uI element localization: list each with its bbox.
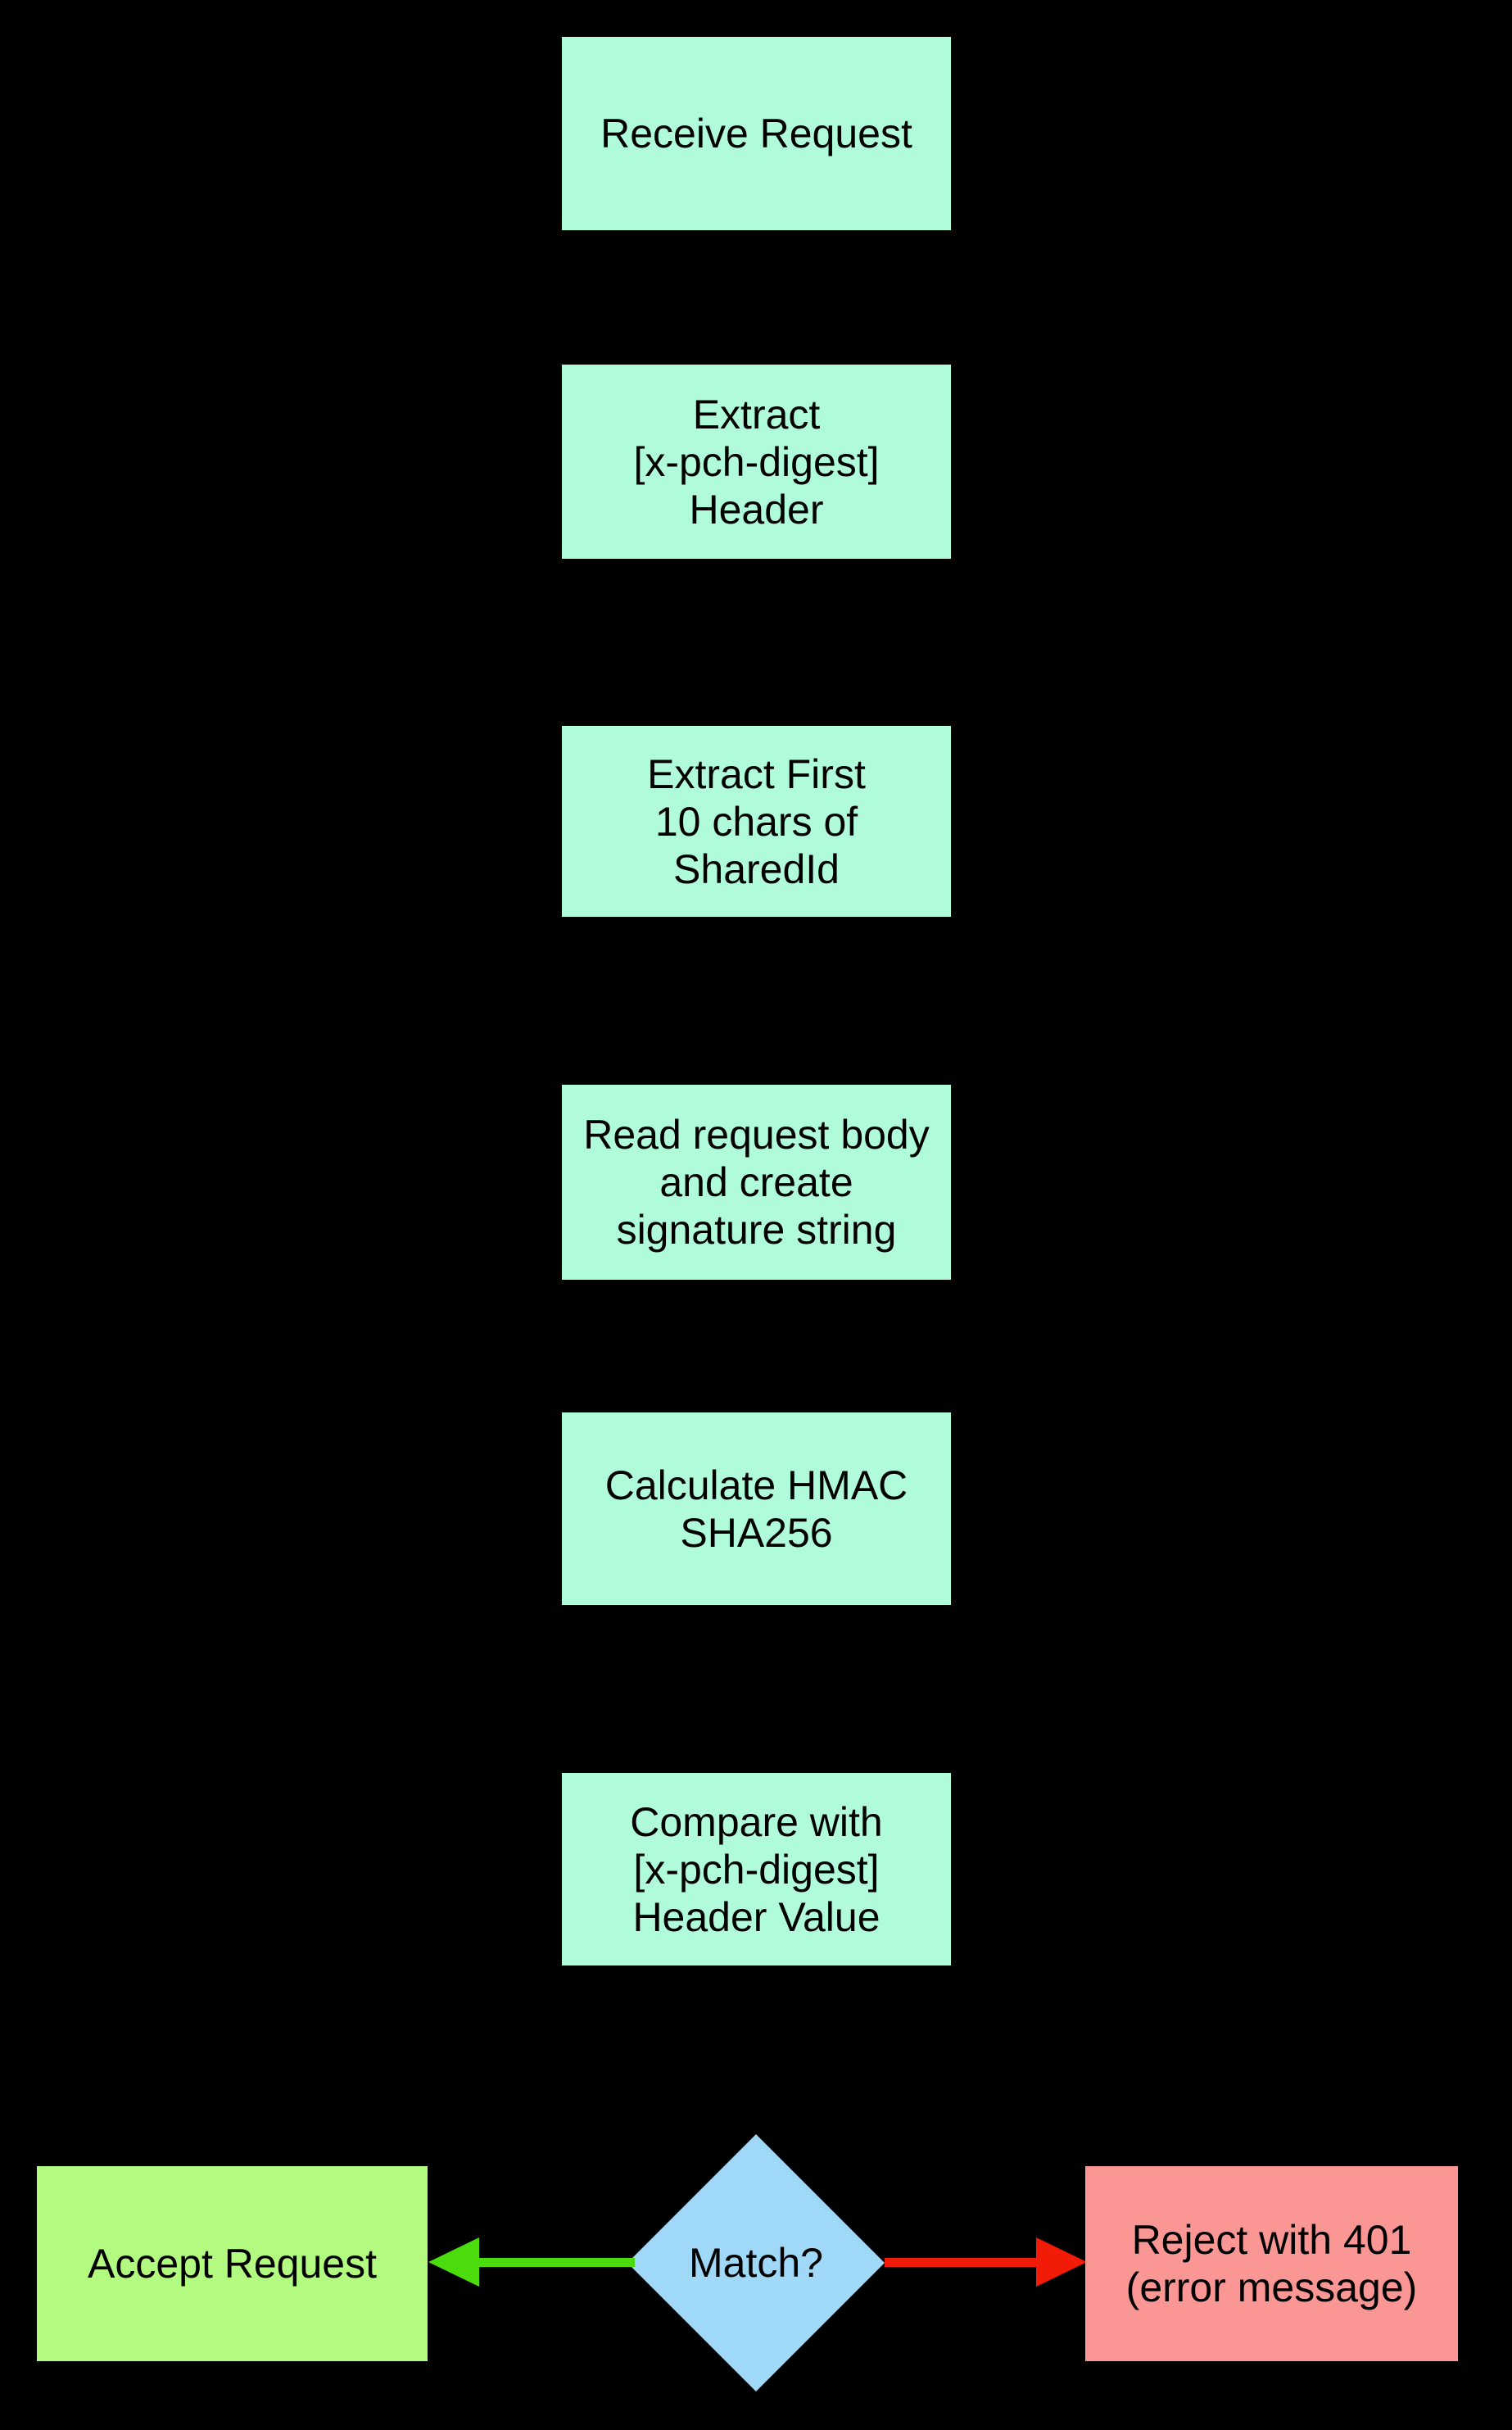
reject-arrow-line xyxy=(885,2258,1040,2267)
process-step-calculate-hmac: Calculate HMAC SHA256 xyxy=(562,1412,951,1605)
reject-arrowhead-right-icon xyxy=(1036,2237,1087,2287)
process-step-read-body-signature: Read request body and create signature s… xyxy=(562,1085,951,1280)
process-step-compare-digest: Compare with [x-pch-digest] Header Value xyxy=(562,1773,951,1965)
accept-request-box: Accept Request xyxy=(37,2166,428,2361)
reject-arrow xyxy=(885,2237,1087,2287)
process-step-receive-request: Receive Request xyxy=(562,37,951,230)
process-step-extract-sharedid-chars: Extract First 10 chars of SharedId xyxy=(562,726,951,917)
accept-arrowhead-left-icon xyxy=(428,2237,479,2287)
accept-arrow-line xyxy=(476,2258,635,2267)
reject-401-box: Reject with 401 (error message) xyxy=(1085,2166,1458,2361)
process-step-extract-digest-header: Extract [x-pch-digest] Header xyxy=(562,365,951,559)
decision-diamond-match: Match? xyxy=(627,2134,885,2391)
accept-arrow xyxy=(428,2237,635,2287)
